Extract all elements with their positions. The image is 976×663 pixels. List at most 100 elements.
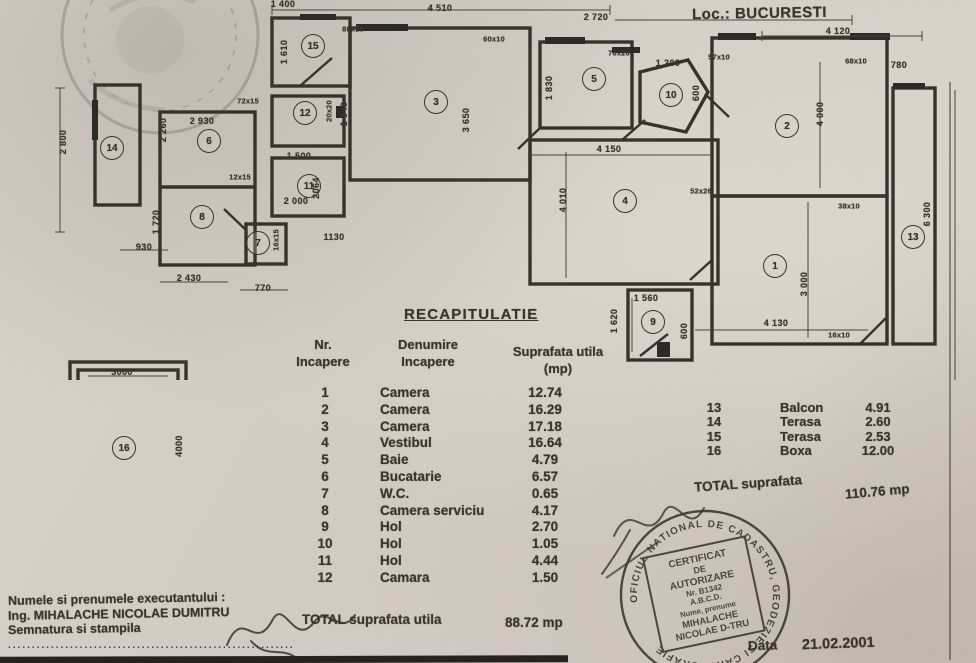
recap-cell-mp: 16.29 — [528, 401, 562, 417]
recap-cell-mp: 17.18 — [528, 418, 562, 434]
room-number-3: 3 — [424, 90, 448, 114]
recap-title: RECAPITULATIE — [404, 306, 539, 323]
recap-cell-mp: 2.70 — [531, 519, 559, 535]
recap-cell-mp: 6.57 — [531, 468, 559, 484]
room-number-4: 4 — [613, 189, 637, 213]
recap-cell-name: Camera serviciu — [380, 502, 485, 518]
certification-stamp: OFICIUL NATIONAL DE CADASTRU, GEODEZIE S… — [619, 509, 791, 663]
dimension-label: 70x26 — [608, 48, 630, 58]
recap-cell-nr: 9 — [321, 519, 329, 535]
dimension-label: 2 930 — [189, 116, 215, 126]
recap-cell-nr: 2 — [321, 401, 329, 417]
room-number-11: 11 — [297, 174, 321, 198]
scan-edge-shadow — [0, 655, 568, 663]
recap-col-suprafata: Suprafata utila(mp) — [512, 344, 604, 376]
dimension-label: 72x15 — [237, 96, 259, 106]
recap-cell-mp: 1.50 — [531, 569, 559, 585]
dimension-label: 38x10 — [838, 201, 860, 211]
dimension-label: 16x10 — [828, 330, 850, 340]
floor-plan — [55, 5, 956, 380]
dimension-label: 88x10 — [342, 24, 364, 34]
paper-crease-line — [949, 82, 951, 660]
dimension-label: 3000 — [111, 367, 133, 377]
room-number-10: 10 — [659, 83, 683, 107]
dimension-label: 4 510 — [427, 3, 453, 13]
recap-cell-nr: 1 — [321, 385, 329, 400]
dimension-label: 1 830 — [544, 75, 554, 101]
annex-cell-mp: 2.53 — [865, 428, 891, 444]
dimension-label: 2 720 — [583, 12, 609, 22]
dimension-label: 1130 — [323, 232, 345, 242]
room-number-9: 9 — [641, 310, 665, 334]
dimension-label: 68x10 — [845, 56, 867, 66]
recap-cell-name: W.C. — [380, 485, 410, 501]
dimension-label: 600 — [679, 322, 689, 340]
recap-cell-name: Bucatarie — [380, 468, 442, 484]
dimension-label: 1 560 — [633, 293, 659, 303]
dimension-label: 3 000 — [799, 271, 809, 297]
annex-cell-name: Terasa — [780, 428, 821, 444]
annex-total-value: 110.76 mp — [844, 481, 911, 502]
dimension-label: 60x10 — [483, 34, 505, 44]
annex-cell-nr: 14 — [706, 414, 722, 430]
recap-cell-name: Camera — [380, 418, 430, 434]
recap-cell-name: Baie — [380, 452, 409, 468]
recap-cell-name: Camera — [380, 401, 430, 417]
recap-col-nr: Nr.Incapere — [296, 337, 350, 369]
annex-cell-name: Balcon — [780, 400, 824, 415]
dimension-label: 4 130 — [763, 318, 789, 328]
dimension-label: 6 300 — [922, 201, 932, 227]
dimension-label: 4 010 — [558, 187, 568, 213]
room-number-7: 7 — [246, 231, 270, 255]
dimension-label: 20x20 — [324, 100, 334, 122]
dimension-label: 4 120 — [825, 26, 851, 36]
recap-cell-mp: 4.17 — [531, 502, 559, 518]
dimension-label: 12x15 — [229, 172, 251, 182]
dimension-label: 2 000 — [283, 196, 309, 206]
recap-cell-name: Vestibul — [380, 435, 432, 451]
dimension-label: 4 150 — [596, 144, 622, 154]
recap-cell-name: Camera — [380, 385, 430, 400]
room-number-16: 16 — [112, 436, 136, 460]
recap-cell-name: Hol — [380, 519, 402, 535]
recap-row: 9 Hol 2.70 — [290, 519, 630, 536]
recap-cell-nr: 11 — [317, 552, 333, 568]
room-number-12: 12 — [293, 101, 317, 125]
dimension-label: 1 620 — [609, 308, 619, 334]
dimension-label: 1 400 — [270, 0, 296, 9]
recap-cell-nr: 5 — [321, 452, 329, 468]
annex-cell-mp: 4.91 — [865, 400, 891, 415]
location-label: Loc.: BUCURESTI — [691, 3, 828, 24]
svg-text:DE: DE — [692, 563, 706, 575]
room-number-1: 1 — [763, 254, 787, 278]
recap-cell-nr: 8 — [321, 502, 329, 518]
recap-cell-nr: 6 — [321, 468, 329, 484]
dimension-label: 2 430 — [176, 273, 202, 283]
annex-cell-nr: 13 — [706, 400, 722, 415]
room-number-5: 5 — [582, 67, 606, 91]
recap-cell-nr: 7 — [321, 485, 329, 501]
recap-row: 6 Bucatarie 6.57 — [290, 469, 630, 486]
signature-executor — [226, 613, 356, 658]
signature-label: Semnatura si stampila — [7, 620, 141, 638]
dimension-label: 780 — [890, 60, 908, 70]
recap-cell-mp: 0.65 — [531, 485, 559, 501]
recap-cell-name: Hol — [380, 536, 402, 552]
recap-row: 8 Camera serviciu 4.17 — [290, 503, 630, 520]
annex-row: 13 Balcon 4.91 — [688, 400, 948, 415]
room-number-13: 13 — [901, 225, 925, 249]
dimension-label: 2 800 — [58, 129, 68, 155]
signature-dotted-line: ........................................… — [8, 640, 295, 651]
